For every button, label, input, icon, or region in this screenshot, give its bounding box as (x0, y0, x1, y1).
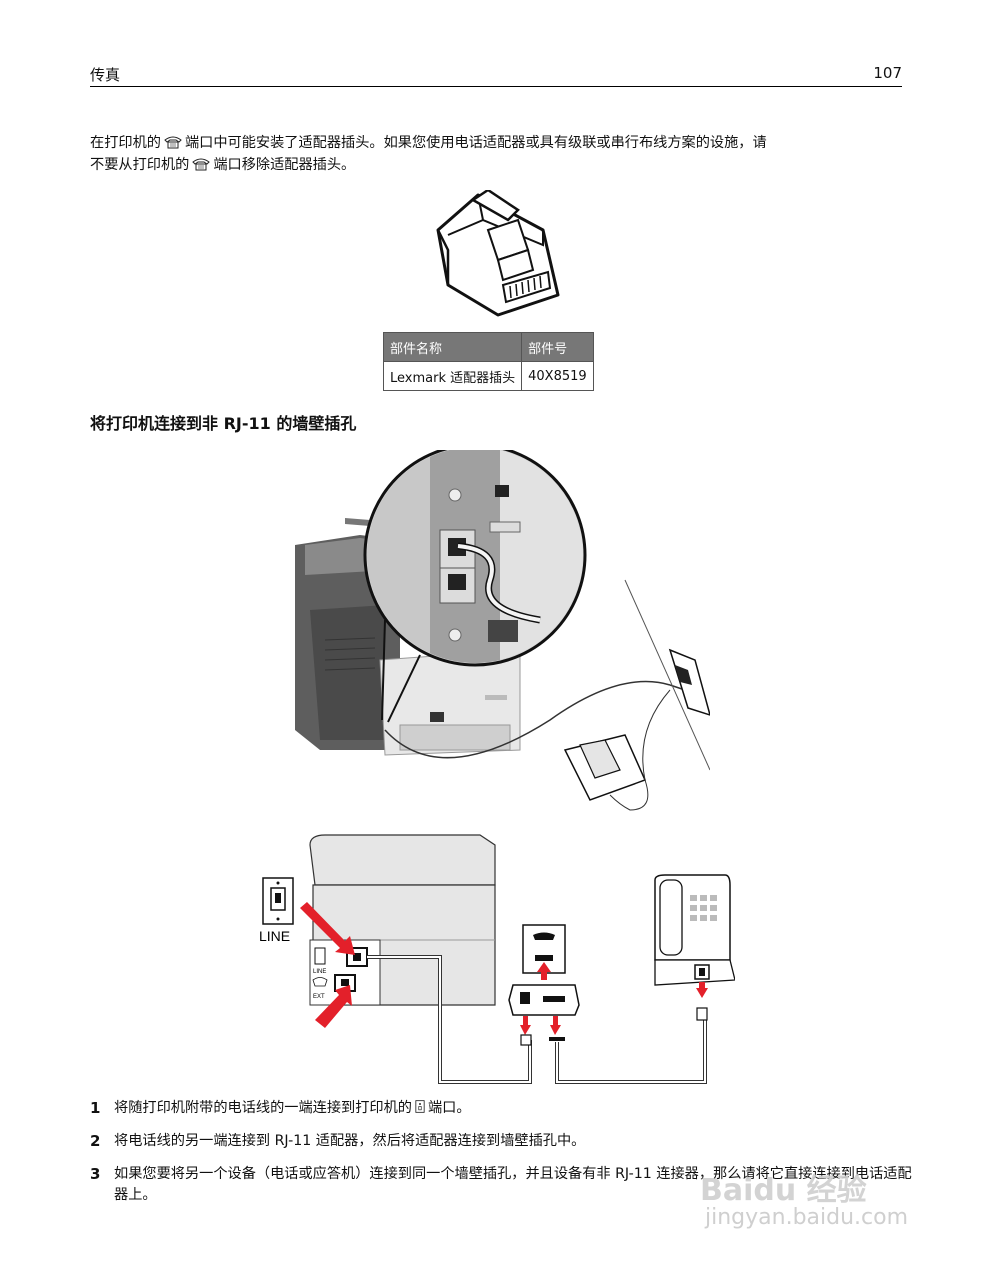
list-item: 3 如果您要将另一个设备（电话或应答机）连接到同一个墙壁插孔，并且设备有非 RJ… (90, 1164, 920, 1206)
cell-part-name: Lexmark 适配器插头 (382, 361, 523, 391)
step-number: 2 (90, 1132, 101, 1150)
parts-table: 部件名称 部件号 Lexmark 适配器插头 40X8519 (382, 332, 594, 391)
step-number: 3 (90, 1165, 101, 1183)
small-line-label: LINE (313, 969, 326, 975)
phone-port-icon (164, 136, 182, 149)
header-part-name: 部件名称 (382, 332, 523, 362)
header-part-number: 部件号 (521, 332, 594, 362)
section-title: 传真 (90, 66, 121, 84)
intro-text-1: 在打印机的 (90, 135, 161, 151)
adapter-plug-illustration (436, 190, 560, 317)
watermark-url: jingyan.baidu.com (705, 1205, 909, 1230)
intro-text-2: 端口中可能安装了适配器插头。如果您使用电话适配器或具有级联或串行布线方案的设施，… (184, 135, 767, 151)
printer-connection-photo (295, 450, 710, 811)
page-header: 传真 107 (90, 64, 902, 87)
watermark-brand: Baidu 经验 (700, 1173, 867, 1208)
step-number: 1 (90, 1099, 101, 1117)
list-item: 2 将电话线的另一端连接到 RJ-11 适配器，然后将适配器连接到墙壁插孔中。 (90, 1131, 920, 1152)
step-text-end: 端口。 (427, 1100, 471, 1116)
page-number: 107 (873, 64, 902, 82)
cell-part-number: 40X8519 (521, 361, 594, 391)
line-port-icon (415, 1100, 425, 1113)
table-row: Lexmark 适配器插头 40X8519 (382, 361, 594, 391)
section-heading: 将打印机连接到非 RJ-11 的墙壁插孔 (90, 414, 357, 433)
connection-diagram: LINE EXT LINE (259, 834, 735, 1084)
line-label: LINE (259, 928, 290, 944)
intro-paragraph: 在打印机的 端口中可能安装了适配器插头。如果您使用电话适配器或具有级联或串行布线方… (90, 132, 910, 176)
arrow-to-line-port (300, 902, 355, 955)
intro-text-3: 不要从打印机的 (90, 157, 190, 173)
intro-text-4: 端口移除适配器插头。 (213, 157, 356, 173)
step-text: 如果您要将另一个设备（电话或应答机）连接到同一个墙壁插孔，并且设备有非 RJ-1… (114, 1166, 912, 1203)
step-text: 将电话线的另一端连接到 RJ-11 适配器，然后将适配器连接到墙壁插孔中。 (114, 1133, 586, 1149)
step-text: 将随打印机附带的电话线的一端连接到打印机的 (114, 1100, 412, 1116)
parts-table-header: 部件名称 部件号 (382, 332, 594, 362)
phone-port-icon (192, 158, 211, 171)
steps-list: 1 将随打印机附带的电话线的一端连接到打印机的端口。 2 将电话线的另一端连接到… (90, 1098, 920, 1218)
list-item: 1 将随打印机附带的电话线的一端连接到打印机的端口。 (90, 1098, 920, 1119)
small-ext-label: EXT (313, 994, 325, 1000)
arrow-to-ext-port (315, 985, 352, 1028)
